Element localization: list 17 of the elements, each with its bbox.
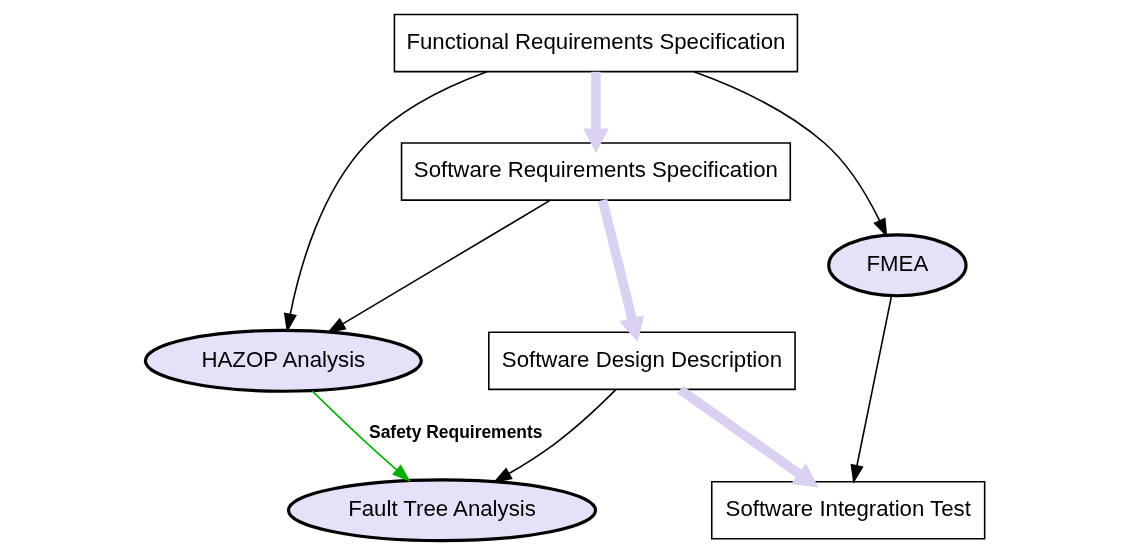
node-box: Software Design Description bbox=[487, 331, 796, 391]
node-box: Functional Requirements Specification bbox=[393, 13, 798, 73]
node-ellipse: FMEA bbox=[826, 233, 968, 298]
node-ellipse: HAZOP Analysis bbox=[143, 328, 423, 393]
node-box: Software Integration Test bbox=[710, 480, 985, 540]
arrow bbox=[692, 71, 887, 238]
arrow bbox=[677, 385, 818, 488]
node-ellipse: Fault Tree Analysis bbox=[286, 478, 597, 543]
arrow bbox=[850, 294, 892, 484]
arrow bbox=[582, 71, 609, 154]
arrow bbox=[597, 199, 644, 343]
arrow bbox=[492, 388, 617, 483]
arrow bbox=[326, 199, 551, 334]
arrow bbox=[311, 390, 411, 483]
arrow bbox=[283, 71, 488, 333]
node-box: Software Requirements Specification bbox=[400, 142, 791, 201]
edge-label: Safety Requirements bbox=[368, 422, 542, 443]
